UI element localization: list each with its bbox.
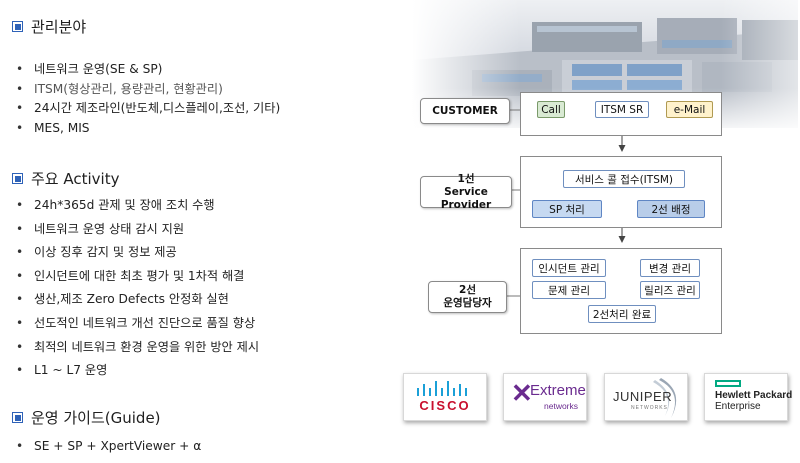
list-item: L1 ~ L7 운영 [14, 359, 259, 383]
list-item: 최적의 네트워크 환경 운영을 위한 방안 제시 [14, 336, 259, 360]
section-title: 운영 가이드(Guide) [31, 409, 161, 427]
list-item: 선도적인 네트워크 개선 진단으로 품질 향상 [14, 312, 259, 336]
square-bullet-icon [12, 21, 23, 32]
list-item: 네트워크 운영 상태 감시 지원 [14, 218, 259, 242]
extreme-subtext: networks [544, 401, 579, 411]
square-bullet-icon [12, 173, 23, 184]
node-tier2-assignment: 2선 배정 [637, 200, 705, 218]
cisco-bars-icon [417, 381, 467, 396]
cisco-wordmark: CISCO [419, 398, 471, 413]
customer-label: CUSTOMER [420, 98, 510, 124]
channel-call: Call [537, 101, 565, 118]
juniper-wordmark: JUNIPER [613, 389, 673, 404]
hpe-logo: Hewlett Packard Enterprise [704, 373, 792, 421]
extreme-x-icon: ✕ [511, 378, 533, 408]
activity-list: 24h*365d 관제 및 장애 조치 수행 네트워크 운영 상태 감시 지원 … [14, 194, 259, 383]
node-tier2-complete: 2선처리 완료 [588, 305, 656, 323]
node-release-management: 릴리즈 관리 [640, 281, 700, 299]
node-incident-management: 인시던트 관리 [532, 259, 606, 277]
list-item: 24h*365d 관제 및 장애 조치 수행 [14, 194, 259, 218]
list-item: ITSM(형상관리, 용량관리, 현황관리) [14, 80, 280, 100]
list-item: 이상 징후 감지 및 정보 제공 [14, 241, 259, 265]
channel-itsm-sr: ITSM SR [595, 101, 649, 118]
extreme-networks-logo: ✕ Extreme networks [503, 373, 587, 421]
section-title: 주요 Activity [31, 170, 120, 188]
management-list: 네트워크 운영(SE & SP) ITSM(형상관리, 용량관리, 현황관리) … [14, 60, 280, 138]
section-header-activity: 주요 Activity [12, 168, 119, 189]
section-header-guide: 운영 가이드(Guide) [12, 407, 161, 428]
cisco-logo: CISCO [403, 373, 487, 421]
node-service-call-intake: 서비스 콜 접수(ITSM) [563, 170, 685, 188]
section-title: 관리분야 [31, 18, 87, 36]
juniper-logo: JUNIPER NETWORKS [604, 373, 688, 421]
extreme-wordmark: Extreme [530, 382, 586, 399]
node-problem-management: 문제 관리 [532, 281, 606, 299]
list-item: 네트워크 운영(SE & SP) [14, 60, 280, 80]
list-item: SE + SP + XpertViewer + α [14, 437, 201, 456]
guide-list: SE + SP + XpertViewer + α [14, 437, 201, 456]
juniper-swoosh-icon [653, 378, 677, 418]
list-item: 생산,제조 Zero Defects 안정화 실현 [14, 288, 259, 312]
node-change-management: 변경 관리 [640, 259, 700, 277]
list-item: MES, MIS [14, 119, 280, 139]
juniper-subtext: NETWORKS [631, 405, 668, 411]
list-item: 24시간 제조라인(반도체,디스플레이,조선, 기타) [14, 99, 280, 119]
hpe-rectangle-icon [715, 380, 741, 387]
section-header-management: 관리분야 [12, 16, 86, 37]
channel-email: e-Mail [666, 101, 713, 118]
node-sp-processing: SP 처리 [532, 200, 602, 218]
list-item: 인시던트에 대한 최초 평가 및 1차적 해결 [14, 265, 259, 289]
square-bullet-icon [12, 412, 23, 423]
hpe-wordmark: Hewlett Packard Enterprise [715, 390, 793, 412]
